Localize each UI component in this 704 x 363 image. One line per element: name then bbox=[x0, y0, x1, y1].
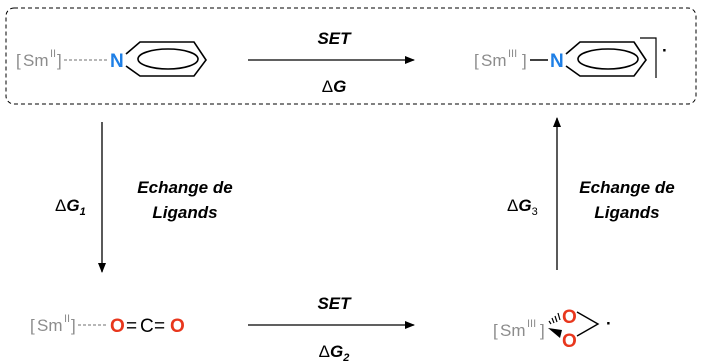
oxygen-atom-bottom: O bbox=[562, 331, 577, 352]
ligand-exchange-label-line1: Echange de bbox=[579, 178, 674, 197]
sm-symbol: Sm bbox=[500, 321, 526, 340]
oxidation-state: II bbox=[50, 48, 56, 60]
bracket-close: ] bbox=[522, 51, 527, 70]
set-label-top: SET bbox=[317, 29, 352, 48]
hashed-bond bbox=[548, 312, 561, 325]
double-bond: = bbox=[126, 316, 137, 337]
nitrogen-atom: N bbox=[550, 51, 564, 72]
sm2-co2-complex: [ Sm II ] O = C = O bbox=[30, 313, 185, 337]
set-label-bottom: SET bbox=[317, 294, 352, 313]
bracket-open: [ bbox=[493, 321, 498, 340]
oxidation-state: III bbox=[527, 318, 536, 330]
delta-g2: ΔG2 bbox=[319, 342, 350, 363]
oxygen-atom-top: O bbox=[562, 307, 577, 328]
sm3-pyridine-radical: [ Sm III ] N · bbox=[474, 37, 668, 78]
ligand-exchange-label-line2: Ligands bbox=[594, 203, 659, 222]
radical-dot: · bbox=[662, 41, 668, 60]
sm-symbol: Sm bbox=[37, 316, 63, 335]
bracket-close: ] bbox=[71, 316, 76, 335]
sm-symbol: Sm bbox=[23, 51, 49, 70]
radical-dot: · bbox=[606, 314, 612, 333]
nitrogen-atom: N bbox=[110, 51, 124, 72]
delta-g-top: ΔG bbox=[322, 77, 347, 96]
sm3-co2-radical: [ Sm III ] O O · bbox=[493, 307, 612, 352]
radical-bracket bbox=[640, 37, 657, 78]
wedge-bond bbox=[548, 328, 562, 338]
carboxylate-bonds bbox=[576, 311, 600, 337]
bracket-open: [ bbox=[474, 51, 479, 70]
ligand-exchange-label-line2: Ligands bbox=[152, 203, 217, 222]
sm-symbol: Sm bbox=[481, 51, 507, 70]
bracket-close: ] bbox=[57, 51, 62, 70]
bracket-open: [ bbox=[30, 316, 35, 335]
dashed-box bbox=[5, 7, 697, 105]
double-bond: = bbox=[154, 316, 165, 337]
carbon-atom: C bbox=[140, 316, 154, 337]
oxidation-state: II bbox=[64, 313, 70, 325]
ligand-exchange-label-line1: Echange de bbox=[137, 178, 232, 197]
oxygen-atom: O bbox=[110, 316, 125, 337]
sm2-pyridine-complex: [ Sm II ] N bbox=[16, 41, 207, 77]
delta-g3: ΔG3 bbox=[507, 196, 538, 218]
oxidation-state: III bbox=[508, 48, 517, 60]
bracket-close: ] bbox=[540, 321, 545, 340]
oxygen-atom: O bbox=[170, 316, 185, 337]
pyridine-ring bbox=[125, 41, 207, 77]
delta-g1: ΔG1 bbox=[55, 196, 86, 218]
bracket-open: [ bbox=[16, 51, 21, 70]
pyridine-ring bbox=[565, 41, 647, 77]
